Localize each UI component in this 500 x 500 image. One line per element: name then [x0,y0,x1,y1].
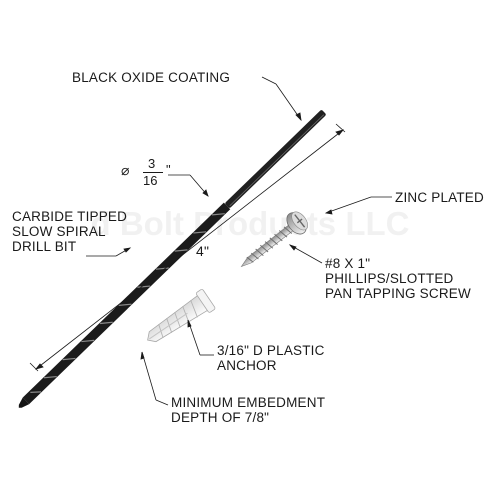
diameter-leader [168,174,209,197]
coating-label: BLACK OXIDE COATING [72,70,231,85]
screw-leader [288,244,323,264]
length-value: 4" [196,243,210,259]
drill-bit-label-line: SLOW SPIRAL [12,224,106,239]
coating-leader [261,76,302,122]
length-dimension [29,123,346,372]
embedment-label-line: MINIMUM EMBEDMENT [171,395,326,410]
drill-bit-label-line: CARBIDE TIPPED [12,209,128,224]
anchor-label-line: 3/16" D PLASTIC [217,343,325,358]
screw-label-line: PAN TAPPING SCREW [325,286,471,301]
diameter-numerator: 3 [148,156,156,171]
screw-label-line: #8 X 1" [325,256,371,271]
drill-bit [18,110,326,408]
embedment-leader [140,351,169,406]
zinc-label: ZINC PLATED [395,190,484,205]
zinc-leader [324,196,392,215]
screw-label-line: PHILLIPS/SLOTTED [325,271,454,286]
fraction-bar [143,172,163,173]
diameter-unit: " [166,162,171,177]
plastic-anchor [147,289,216,343]
diameter-denominator: 16 [143,173,158,188]
watermark-text: d Bolt Products LLC [90,205,410,242]
diameter-symbol: ⌀ [121,162,130,178]
screw-label: #8 X 1" PHILLIPS/SLOTTED PAN TAPPING SCR… [325,256,471,301]
anchor-label: 3/16" D PLASTIC ANCHOR [217,343,325,373]
anchor-label-line: ANCHOR [217,358,277,373]
pan-screw [240,211,309,268]
drill-leader [86,247,132,257]
drill-bit-label: CARBIDE TIPPED SLOW SPIRAL DRILL BIT [12,209,127,254]
drill-bit-label-line: DRILL BIT [12,239,77,254]
anchor-leader [187,319,214,356]
embedment-label: MINIMUM EMBEDMENT DEPTH OF 7/8" [171,395,325,425]
embedment-label-line: DEPTH OF 7/8" [171,410,270,425]
